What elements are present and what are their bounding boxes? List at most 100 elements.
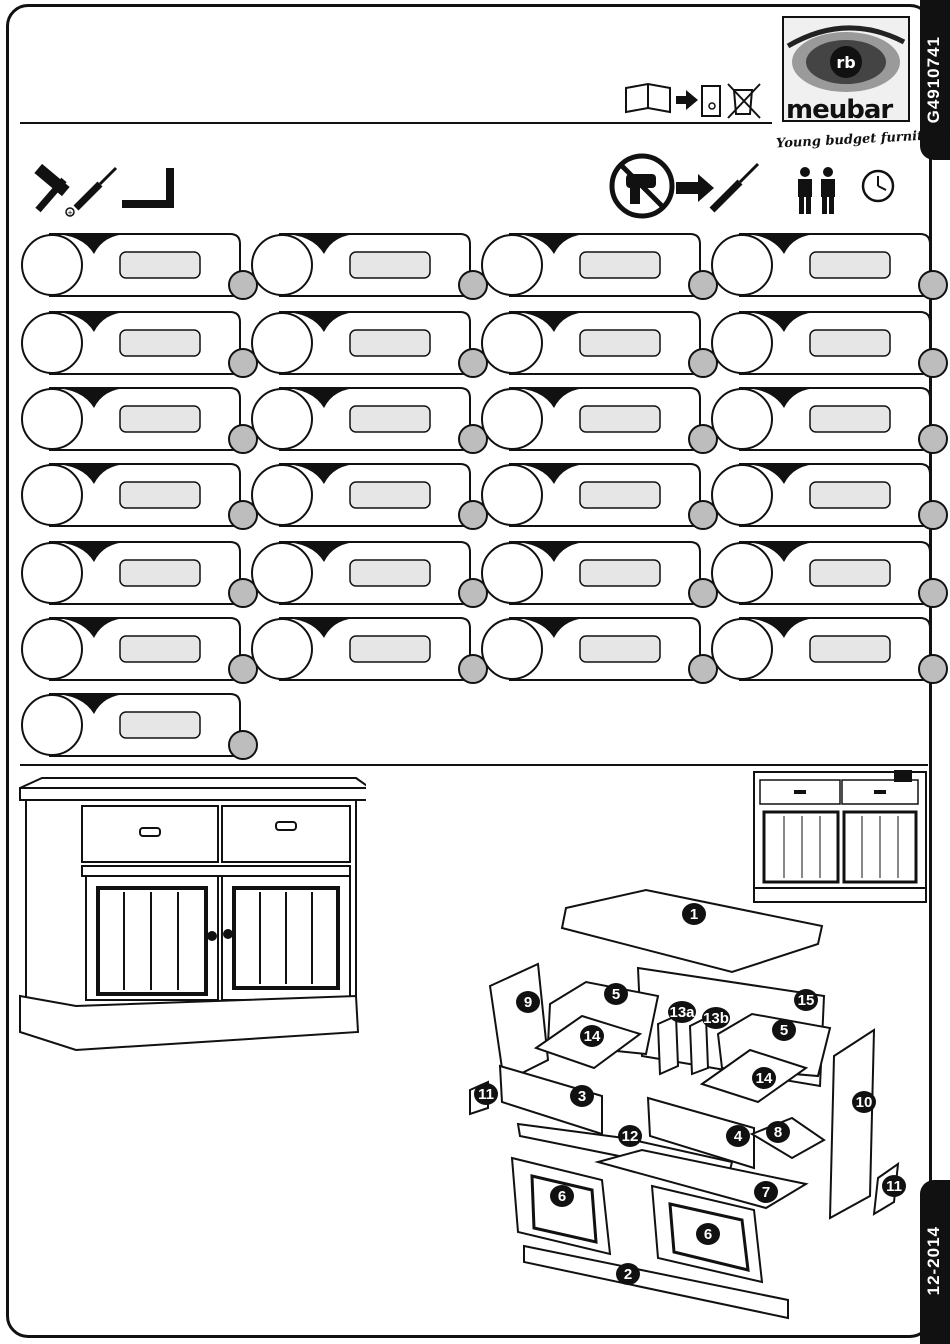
part-number-label: 11 [474, 1083, 498, 1105]
svg-text:rb: rb [836, 53, 855, 72]
svg-text:13b: 13b [703, 1010, 729, 1027]
part-card [250, 232, 472, 298]
drawer-right [222, 806, 350, 862]
knob-icon [120, 712, 200, 738]
svg-text:3: 3 [578, 1088, 586, 1105]
part-number-label: 10 [852, 1091, 876, 1113]
part-card [710, 232, 932, 298]
part-card [710, 616, 932, 682]
keep-manual-icon [622, 78, 772, 120]
svg-text:6: 6 [558, 1188, 566, 1205]
part-number-label: 5 [772, 1019, 796, 1041]
part-number-label: 6 [550, 1185, 574, 1207]
quantity-badge [228, 730, 258, 760]
part-card [480, 386, 702, 452]
cam-lock-large-icon [580, 560, 660, 586]
part-card [250, 616, 472, 682]
clock-icon [860, 168, 896, 204]
two-persons-icon [794, 166, 840, 216]
part-number-label: 7 [754, 1181, 778, 1203]
svg-text:13a: 13a [669, 1004, 695, 1021]
cap-cover-icon [810, 482, 890, 508]
quantity-badge [918, 270, 948, 300]
expansion-screw-icon [810, 636, 890, 662]
svg-text:5: 5 [612, 986, 620, 1003]
header-divider [20, 122, 772, 124]
document-date: 12-2014 [924, 1226, 944, 1295]
part-number-label: 12 [618, 1125, 642, 1147]
svg-text:5: 5 [780, 1022, 788, 1039]
brand-name: meubar [786, 95, 892, 125]
part-card [20, 232, 242, 298]
part-card [20, 462, 242, 528]
drawer-runner-icon [810, 560, 890, 586]
part-card [480, 616, 702, 682]
part-card [20, 310, 242, 376]
shelf-support-icon [120, 406, 200, 432]
side-tab-bottom: 12-2014 [920, 1180, 950, 1344]
hinge-plate-icon [350, 330, 430, 356]
part-number-label: 6 [696, 1223, 720, 1245]
quantity-badge [918, 348, 948, 378]
flat-head-screw-icon [350, 636, 430, 662]
tools-icons: + [24, 160, 184, 218]
drawer-runner-long-icon [120, 636, 200, 662]
svg-text:7: 7 [762, 1184, 770, 1201]
part-number-label: 13b [702, 1007, 730, 1029]
svg-text:14: 14 [584, 1028, 601, 1045]
section-divider [20, 764, 928, 766]
short-screw-icon [580, 406, 660, 432]
no-power-tool-icon [608, 152, 768, 222]
part-number-label: 14 [580, 1025, 604, 1047]
part-number-label: 14 [752, 1067, 776, 1089]
bolt-with-sleeve-icon [350, 560, 430, 586]
part-number-label: 11 [882, 1175, 906, 1197]
quantity-badge [918, 654, 948, 684]
svg-text:4: 4 [734, 1128, 743, 1145]
part-number-label: 13a [668, 1001, 696, 1023]
document-code: G4910741 [924, 36, 944, 123]
part-number-label: 9 [516, 991, 540, 1013]
connector-bolt-icon [350, 252, 430, 278]
door-stop-icon [120, 482, 200, 508]
square-ruler-icon [122, 168, 174, 208]
part-number-label: 1 [682, 903, 706, 925]
dowel-icon [120, 252, 200, 278]
threaded-bolt-icon [350, 482, 430, 508]
part-number-label: 15 [794, 989, 818, 1011]
svg-text:+: + [67, 209, 73, 217]
svg-text:11: 11 [886, 1178, 902, 1195]
svg-text:11: 11 [478, 1086, 494, 1103]
part-card [710, 540, 932, 606]
svg-text:2: 2 [624, 1266, 632, 1283]
cam-housing-icon [120, 330, 200, 356]
hinge-bracket-icon [580, 330, 660, 356]
part-card [250, 462, 472, 528]
part-card [480, 310, 702, 376]
svg-text:6: 6 [704, 1226, 712, 1243]
svg-text:12: 12 [622, 1128, 639, 1145]
part-card [710, 310, 932, 376]
part-card [710, 386, 932, 452]
part-number-label: 2 [616, 1263, 640, 1285]
part-number-label: 3 [570, 1085, 594, 1107]
svg-text:15: 15 [798, 992, 815, 1009]
quantity-badge [918, 578, 948, 608]
part-card [20, 386, 242, 452]
part-card [480, 540, 702, 606]
corner-bracket-icon [120, 560, 200, 586]
svg-text:10: 10 [856, 1094, 873, 1111]
part-number-label: 5 [604, 983, 628, 1005]
part-card [20, 616, 242, 682]
part-card [480, 462, 702, 528]
clip-bracket-icon [350, 406, 430, 432]
svg-text:8: 8 [774, 1124, 782, 1141]
svg-text:9: 9 [524, 994, 532, 1011]
cylinder-pin-icon [580, 482, 660, 508]
part-card [250, 540, 472, 606]
quantity-badge [918, 500, 948, 530]
part-card [250, 386, 472, 452]
part-card [250, 310, 472, 376]
cam-lock-icon [580, 252, 660, 278]
